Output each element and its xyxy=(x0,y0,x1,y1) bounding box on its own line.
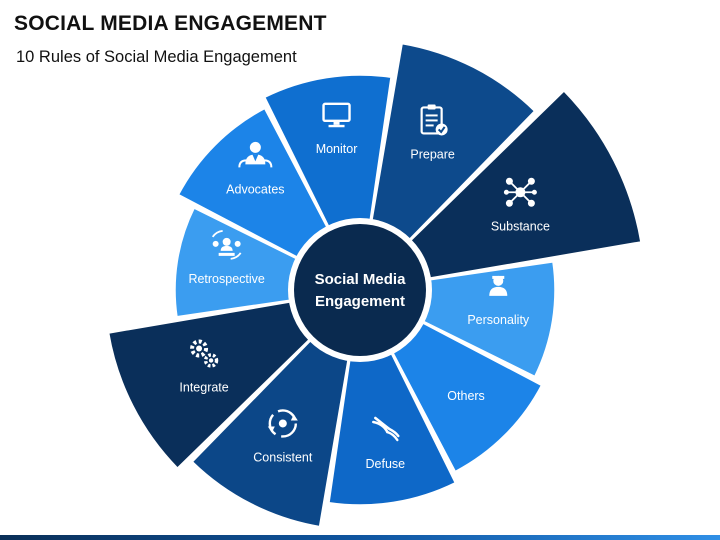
segment-label-monitor: Monitor xyxy=(316,142,358,156)
segment-label-retrospective: Retrospective xyxy=(188,272,264,286)
meeting-icon xyxy=(211,229,242,260)
network-icon xyxy=(503,177,537,207)
labels-layer: Monitor PrepareSubstancePersonalityOthers… xyxy=(179,102,550,471)
segment-label-advocates: Advocates xyxy=(226,182,284,196)
users-icon xyxy=(238,141,273,168)
center-label-line1: Social Media xyxy=(315,271,407,288)
segment-label-integrate: Integrate xyxy=(179,380,228,394)
center-label-line2: Engagement xyxy=(315,293,405,310)
gears-icon xyxy=(190,339,219,368)
segment-label-substance: Substance xyxy=(491,219,550,233)
bottom-accent-bar xyxy=(0,535,720,540)
segment-label-personality: Personality xyxy=(467,313,530,327)
hub-circle xyxy=(294,224,426,356)
page-title: SOCIAL MEDIA ENGAGEMENT xyxy=(14,12,327,35)
monitor-icon xyxy=(322,102,351,128)
cycle-icon xyxy=(267,409,298,438)
segment-label-defuse: Defuse xyxy=(366,457,406,471)
segment-label-consistent: Consistent xyxy=(253,450,313,464)
person-icon xyxy=(489,275,508,296)
pliers-icon xyxy=(372,416,400,442)
center-hub: Social Media Engagement xyxy=(288,218,432,362)
clipboard-check-icon xyxy=(420,104,448,136)
segment-label-prepare: Prepare xyxy=(410,147,455,161)
segment-label-others: Others xyxy=(447,389,485,403)
segments-layer xyxy=(107,42,642,528)
page-subtitle: 10 Rules of Social Media Engagement xyxy=(16,48,297,66)
